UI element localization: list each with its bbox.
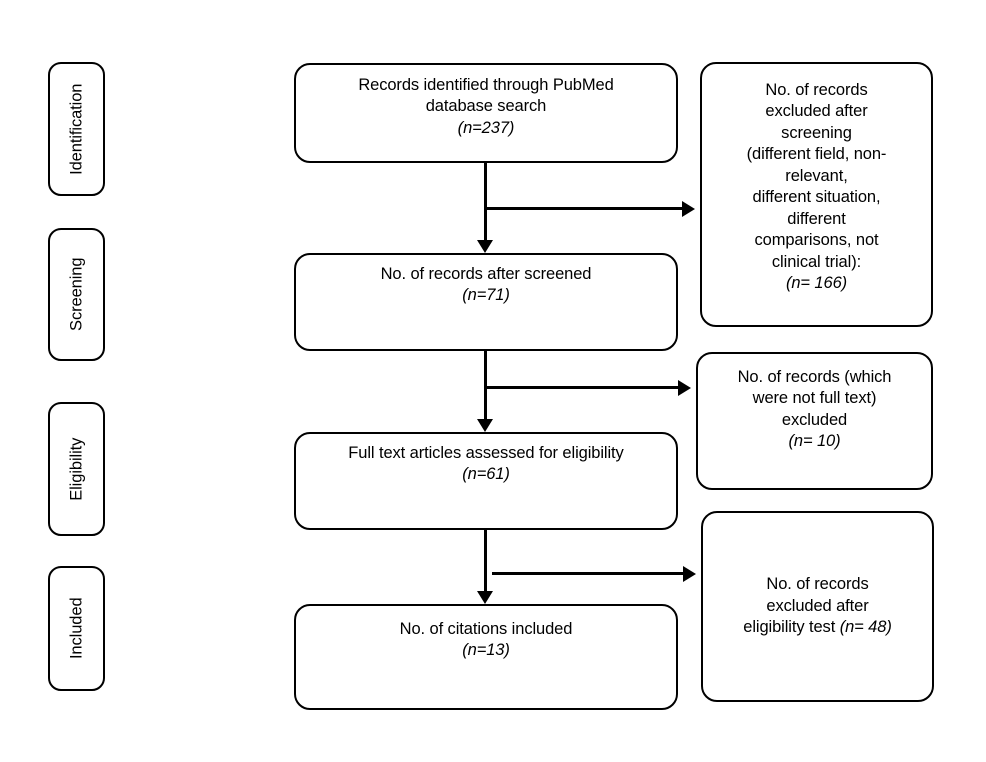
box-records-after-screened-text: No. of records after screened (n=71) bbox=[310, 264, 662, 307]
box-line: excluded bbox=[781, 410, 848, 429]
box-line: Full text articles assessed for eligibil… bbox=[348, 444, 624, 462]
box-line: comparisons, not bbox=[754, 231, 879, 250]
box-records-after-screened: No. of records after screened (n=71) bbox=[294, 253, 678, 351]
box-line: excluded after bbox=[765, 102, 868, 121]
box-count: (n= 166) bbox=[785, 273, 848, 292]
stage-label-identification: Identification bbox=[67, 83, 86, 175]
connector-1-vertical-line bbox=[484, 163, 487, 243]
box-records-identified: Records identified through PubMed databa… bbox=[294, 63, 678, 163]
stage-box-identification: Identification bbox=[48, 62, 105, 196]
box-line: relevant, bbox=[785, 166, 848, 185]
stage-box-included: Included bbox=[48, 566, 105, 691]
box-line: No. of records (which bbox=[737, 368, 892, 386]
box-line: eligibility test bbox=[743, 618, 836, 637]
stage-label-included: Included bbox=[67, 597, 86, 660]
box-excluded-after-eligibility-text: No. of records excluded after eligibilit… bbox=[711, 574, 924, 638]
connector-3-vertical-line bbox=[484, 530, 487, 594]
box-count: (n= 48) bbox=[839, 618, 892, 637]
box-line: were not full text) bbox=[752, 389, 877, 408]
connector-2-arrowhead-down bbox=[477, 419, 493, 432]
box-line: database search bbox=[425, 97, 547, 116]
box-line: different bbox=[787, 209, 846, 228]
connector-3-arrowhead-down bbox=[477, 591, 493, 604]
box-excluded-after-screening-text: No. of records excluded after screening … bbox=[710, 80, 923, 294]
box-excluded-not-full-text-text: No. of records (which were not full text… bbox=[706, 367, 923, 453]
stage-label-screening: Screening bbox=[67, 257, 86, 332]
box-records-identified-text: Records identified through PubMed databa… bbox=[310, 75, 662, 139]
box-full-text-assessed: Full text articles assessed for eligibil… bbox=[294, 432, 678, 530]
box-count: (n=237) bbox=[457, 118, 515, 137]
box-line: (different field, non- bbox=[746, 145, 887, 164]
stage-box-screening: Screening bbox=[48, 228, 105, 361]
box-line: No. of records after screened bbox=[380, 265, 592, 283]
box-line: Records identified through PubMed bbox=[358, 76, 614, 94]
box-excluded-after-screening: No. of records excluded after screening … bbox=[700, 62, 933, 327]
connector-1-horizontal-line bbox=[484, 207, 684, 210]
box-excluded-not-full-text: No. of records (which were not full text… bbox=[696, 352, 933, 490]
box-line: screening bbox=[781, 123, 852, 142]
box-line: No. of citations included bbox=[399, 620, 573, 638]
connector-2-arrowhead-right bbox=[678, 380, 691, 396]
box-line: different situation, bbox=[752, 188, 881, 207]
connector-3-arrowhead-right bbox=[683, 566, 696, 582]
box-full-text-assessed-text: Full text articles assessed for eligibil… bbox=[310, 443, 662, 486]
box-count: (n=61) bbox=[462, 465, 510, 484]
box-count: (n=71) bbox=[462, 286, 510, 305]
box-excluded-after-eligibility: No. of records excluded after eligibilit… bbox=[701, 511, 934, 702]
box-count: (n=13) bbox=[462, 641, 510, 660]
box-citations-included-text: No. of citations included (n=13) bbox=[310, 619, 662, 662]
box-line: excluded after bbox=[766, 596, 869, 615]
box-line: No. of records bbox=[766, 575, 869, 594]
box-line: clinical trial): bbox=[771, 252, 862, 271]
stage-label-eligibility: Eligibility bbox=[67, 437, 86, 501]
box-citations-included: No. of citations included (n=13) bbox=[294, 604, 678, 710]
connector-3-horizontal-line bbox=[492, 572, 685, 575]
connector-1-arrowhead-right bbox=[682, 201, 695, 217]
stage-box-eligibility: Eligibility bbox=[48, 402, 105, 536]
connector-1-arrowhead-down bbox=[477, 240, 493, 253]
box-line: No. of records bbox=[765, 81, 868, 99]
box-line-with-count: eligibility test (n= 48) bbox=[711, 617, 924, 638]
connector-2-horizontal-line bbox=[484, 386, 680, 389]
box-count: (n= 10) bbox=[788, 432, 841, 451]
